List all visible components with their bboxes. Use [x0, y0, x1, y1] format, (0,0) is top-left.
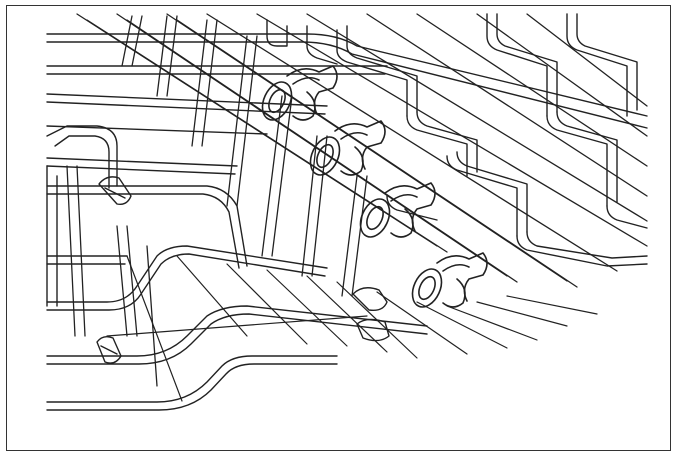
rack-bottom-grid — [106, 255, 598, 402]
rack-wheel-4 — [411, 252, 488, 308]
dishwasher-rack-illustration — [46, 13, 648, 411]
rack-wheel-3 — [359, 182, 436, 238]
basket-left-frame — [46, 125, 428, 411]
basket-top-wires — [46, 33, 648, 175]
basket-right-wall — [266, 13, 648, 267]
rack-diagonal-wires — [76, 13, 648, 288]
rack-clip-left — [96, 176, 132, 364]
figure-frame — [6, 5, 671, 451]
rack-bottom-clip — [352, 287, 390, 342]
rack-wheel-2 — [309, 120, 386, 176]
rack-wheel-1 — [261, 65, 338, 121]
